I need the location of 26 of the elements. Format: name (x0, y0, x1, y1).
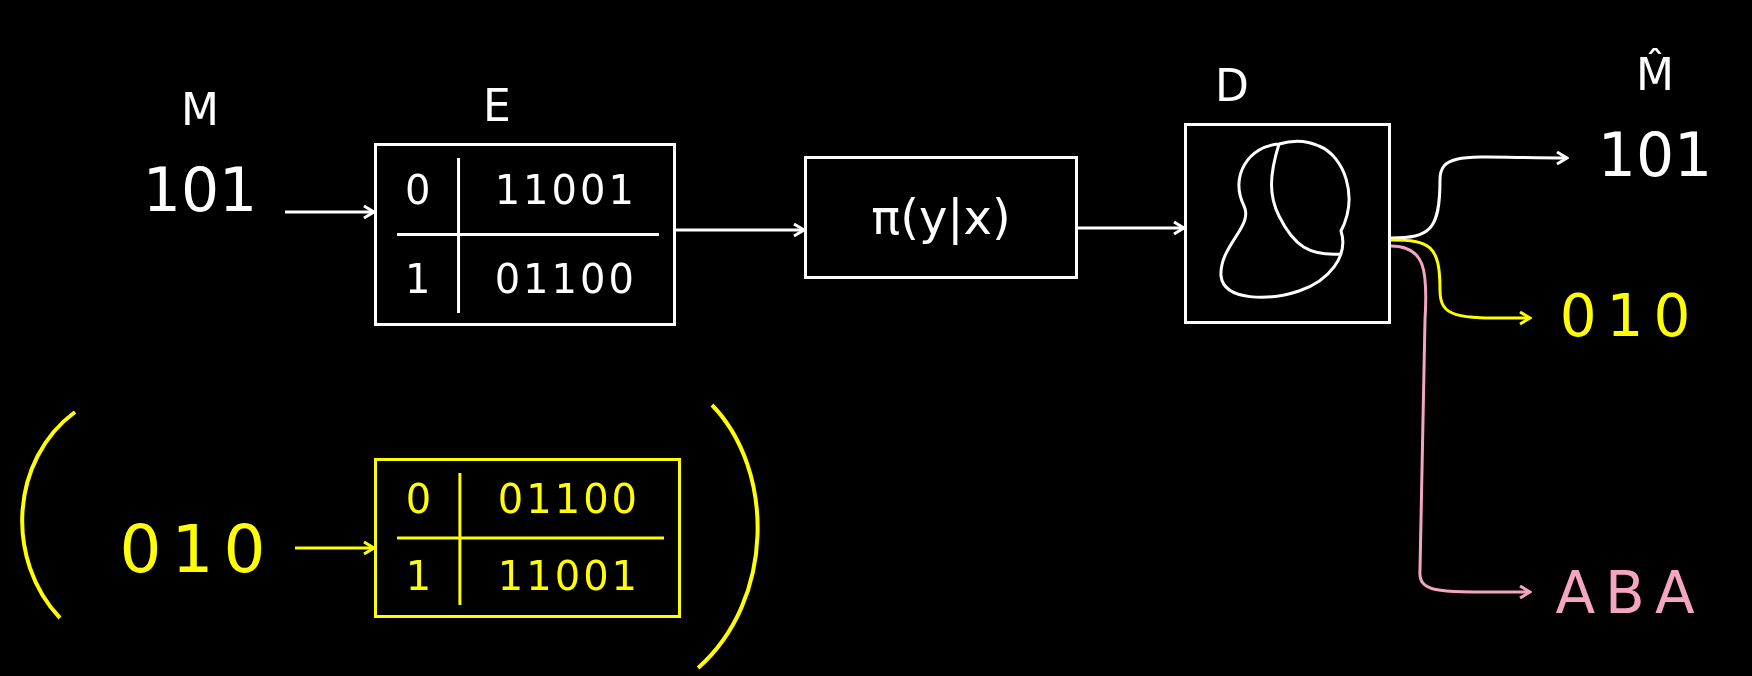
arrow (676, 222, 806, 238)
bit-string: 010 (1530, 278, 1730, 354)
arrow (1390, 238, 1532, 326)
table-cell-text: 0 (404, 475, 433, 524)
channel-label: π(y|x) (870, 188, 1012, 247)
channel-box (804, 156, 1078, 279)
arrow (1078, 220, 1186, 236)
symbol-string: ABA (1530, 555, 1730, 631)
bit-string: 010 (90, 505, 305, 595)
bit-string: 101 (1596, 119, 1714, 192)
arrow (1390, 150, 1569, 240)
table-cell-text: 1 (404, 254, 432, 304)
table-cell-text: 11001 (493, 166, 638, 215)
table-cell-text: 1 (404, 552, 433, 601)
variable-label: M (180, 83, 220, 137)
arrow (1390, 244, 1532, 600)
table-cell-text: 01100 (496, 475, 642, 524)
table-cell-text: 01100 (493, 254, 638, 304)
arrow (285, 204, 376, 220)
encoder-label: E (482, 79, 512, 133)
decoder-label: D (1214, 59, 1250, 113)
variable-label: M̂ (1635, 47, 1675, 102)
bit-string: 101 (141, 154, 259, 227)
arrow (295, 540, 376, 556)
table-cell-text: 0 (404, 166, 432, 215)
table-cell-text: 11001 (496, 552, 642, 601)
